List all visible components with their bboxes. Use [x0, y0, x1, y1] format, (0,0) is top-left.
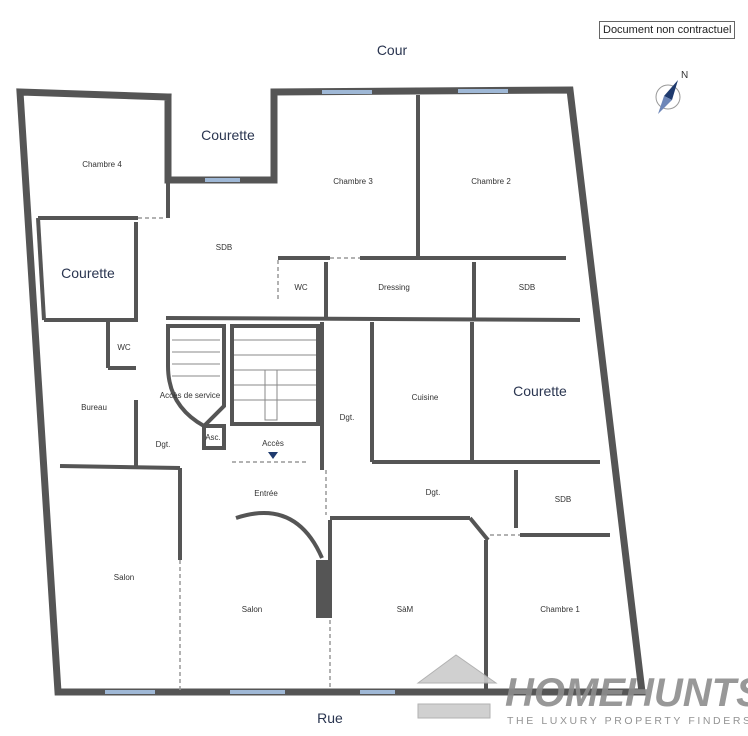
room-sam: SàM — [397, 605, 414, 614]
compass-north-icon: N — [655, 70, 688, 114]
elevator — [202, 424, 226, 450]
label-cour: Cour — [377, 42, 408, 58]
room-wc-1: WC — [294, 283, 308, 292]
room-entree: Entrée — [254, 489, 278, 498]
room-courette-right: Courette — [513, 383, 567, 399]
windows — [75, 89, 508, 694]
staircase-main — [230, 324, 320, 459]
room-dgt-2: Dgt. — [340, 413, 355, 422]
room-chambre-1: Chambre 1 — [540, 605, 580, 614]
access-arrow-icon — [268, 452, 278, 459]
label-rue: Rue — [317, 710, 343, 726]
room-dgt-1: Dgt. — [156, 440, 171, 449]
room-sdb-3: SDB — [555, 495, 571, 504]
room-acces-service: Accès de service — [160, 391, 221, 400]
room-sdb-2: SDB — [519, 283, 535, 292]
room-acces: Accès — [262, 439, 284, 448]
watermark-brand: HOMEHUNTS — [505, 671, 748, 715]
room-courette-left: Courette — [61, 265, 115, 281]
room-bureau: Bureau — [81, 403, 107, 412]
outer-walls — [16, 86, 646, 696]
room-asc: Asc. — [205, 433, 221, 442]
interior-walls — [36, 95, 610, 690]
door-openings — [138, 217, 520, 690]
room-courette-top: Courette — [201, 127, 255, 143]
room-wc-2: WC — [117, 343, 131, 352]
room-chambre-2: Chambre 2 — [471, 177, 511, 186]
room-dgt-3: Dgt. — [426, 488, 441, 497]
homehunts-watermark: HOMEHUNTS THE LUXURY PROPERTY FINDERS — [416, 654, 748, 727]
staircase-service — [166, 324, 226, 429]
room-dressing: Dressing — [378, 283, 410, 292]
room-salon-2: Salon — [242, 605, 262, 614]
room-chambre-3: Chambre 3 — [333, 177, 373, 186]
room-chambre-4: Chambre 4 — [82, 160, 122, 169]
room-cuisine: Cuisine — [412, 393, 439, 402]
room-salon-1: Salon — [114, 573, 134, 582]
room-sdb-1: SDB — [216, 243, 232, 252]
compass-label: N — [681, 70, 688, 81]
watermark-tagline: THE LUXURY PROPERTY FINDERS — [507, 715, 748, 727]
disclaimer-label: Document non contractuel — [599, 21, 736, 39]
